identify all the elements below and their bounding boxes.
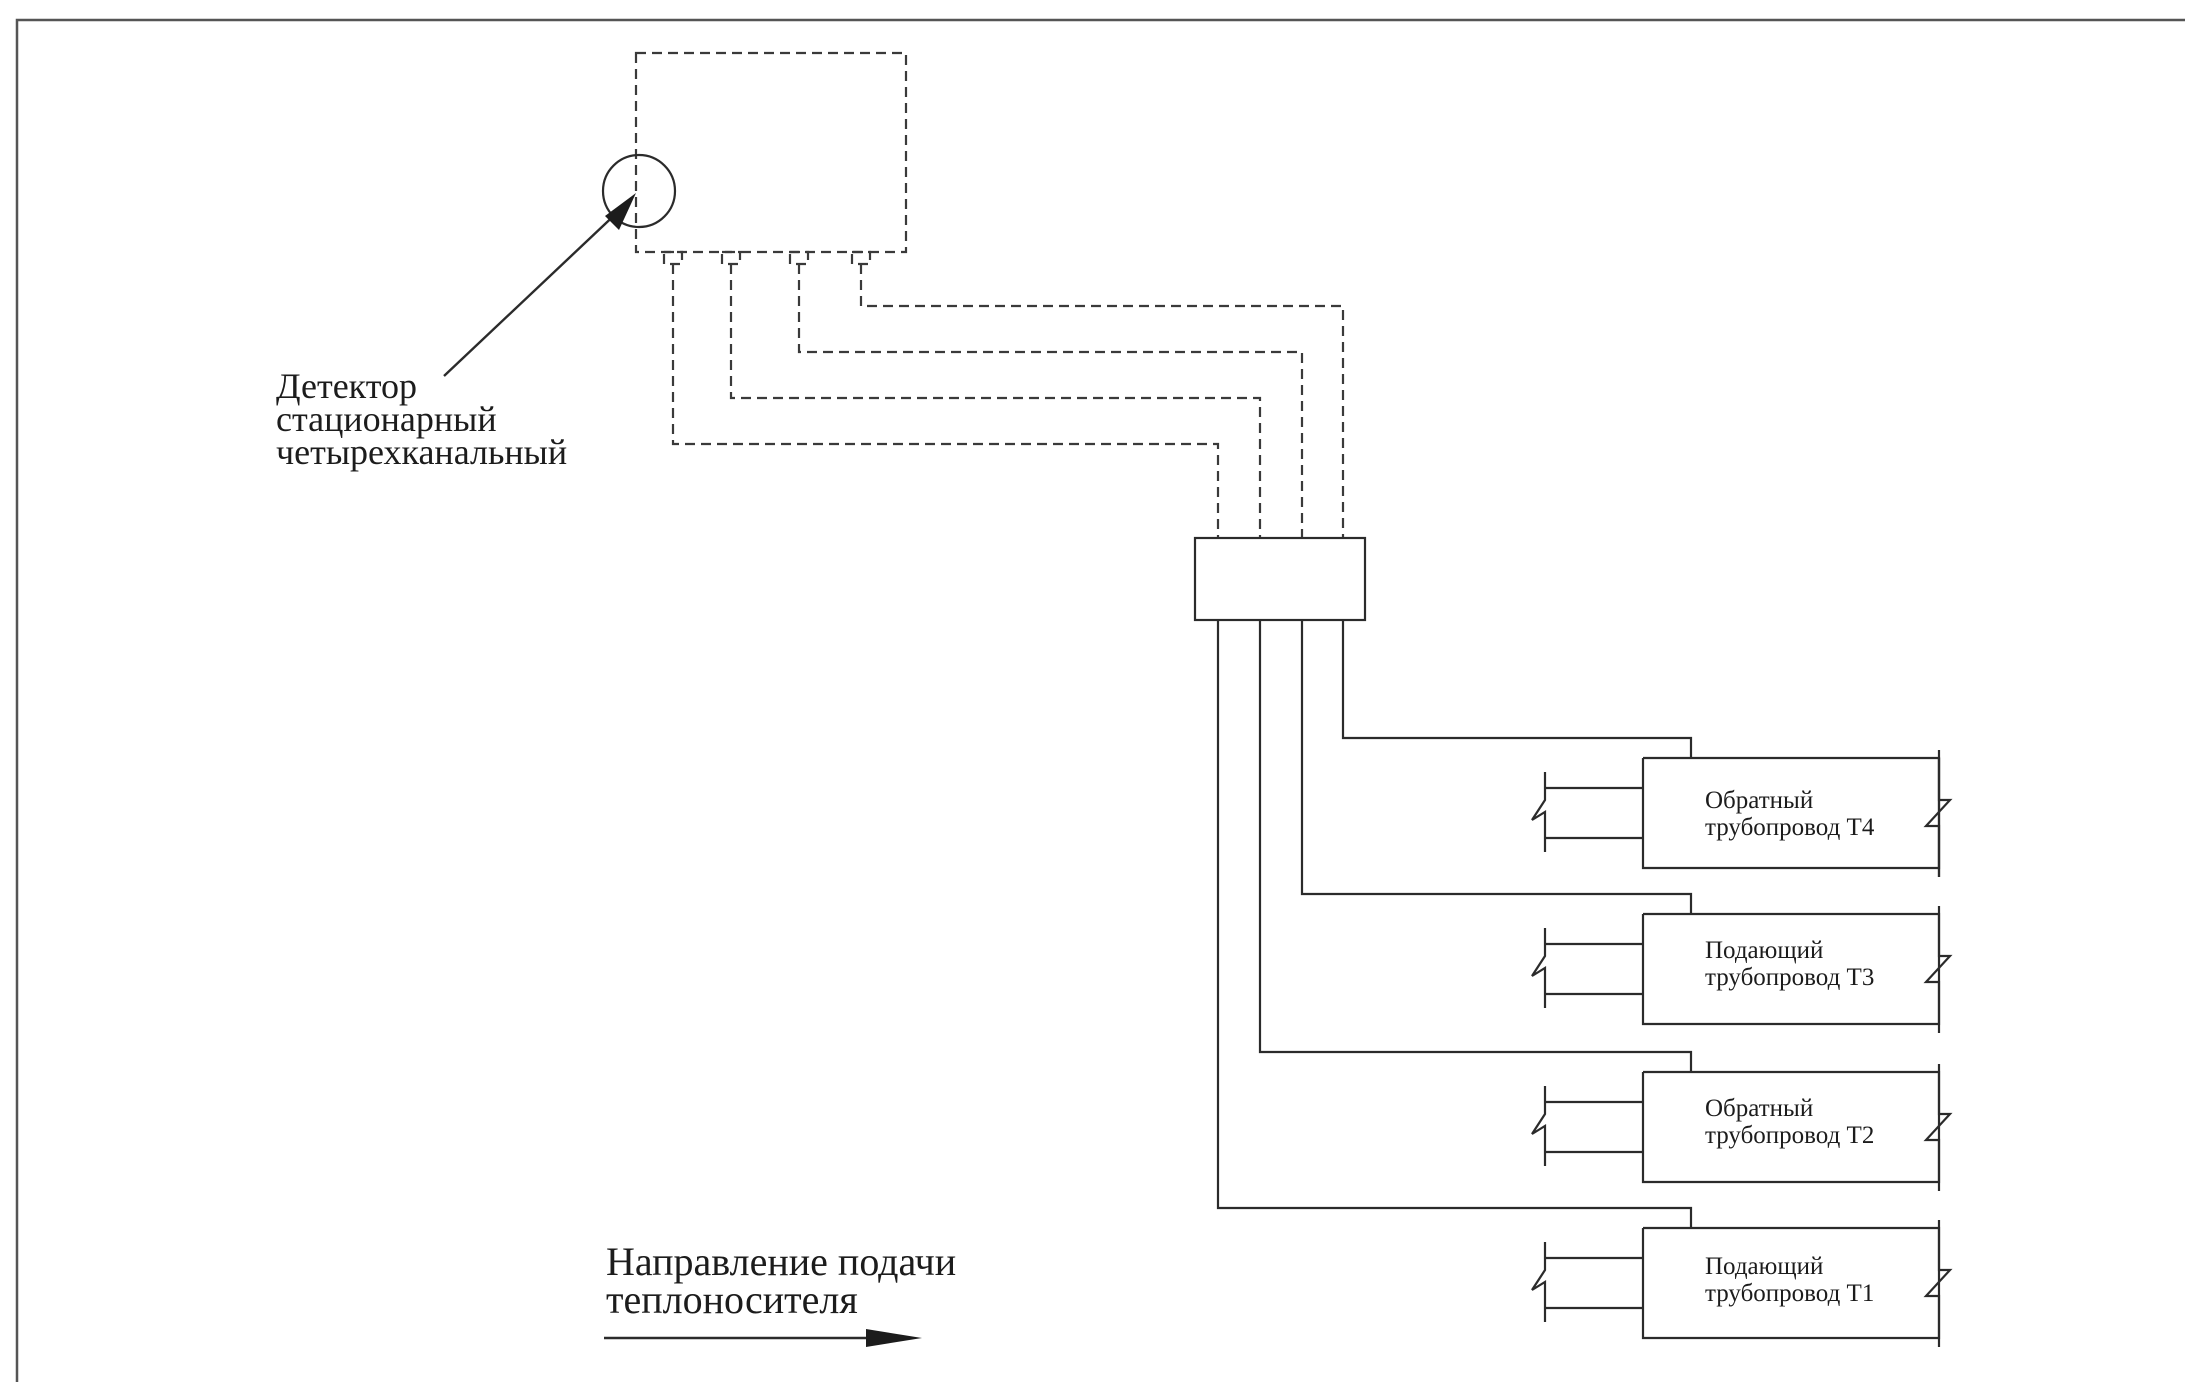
flow-direction-arrowhead <box>866 1329 922 1347</box>
pipe-label-t4: Обратный трубопровод Т4 <box>1705 787 1875 841</box>
detector-label-line2: стационарный <box>276 399 497 439</box>
detector-label-line3: четырехканальный <box>276 432 567 472</box>
pipe-t1-type: Подающий <box>1705 1253 1823 1280</box>
flow-direction-label-line1: Направление подачи <box>606 1239 956 1284</box>
pipe-t3-type: Подающий <box>1705 937 1823 964</box>
pipe-t4-name: трубопровод Т4 <box>1705 814 1875 841</box>
pipe-section-t2 <box>1531 1064 1953 1191</box>
detector-label-line1: Детектор <box>276 366 417 406</box>
cable-to-t4 <box>1341 620 1693 758</box>
pipe-t3-name: трубопровод Т3 <box>1705 964 1874 991</box>
flow-direction-label-line2: теплоносителя <box>606 1277 858 1322</box>
detector-connector-4 <box>850 250 872 266</box>
cable-2 <box>729 264 1262 538</box>
detector-sensor-circle <box>601 153 677 229</box>
cable-to-t3 <box>1300 620 1693 914</box>
cable-1 <box>671 264 1220 538</box>
detector-connectors <box>662 250 872 266</box>
detector-connector-3 <box>788 250 810 266</box>
detector-connector-1 <box>662 250 684 266</box>
pipe-t1-name: трубопровод Т1 <box>1705 1280 1874 1307</box>
pipe-t2-name: трубопровод Т2 <box>1705 1122 1874 1149</box>
flow-direction: Направление подачи теплоносителя <box>604 1239 956 1347</box>
pipe-label-t3: Подающий трубопровод Т3 <box>1705 937 1874 991</box>
pipe-cables <box>1216 620 1693 1228</box>
detector-leader-arrowhead <box>605 193 636 230</box>
detector-cables <box>671 264 1345 538</box>
pipe-section-t3 <box>1531 906 1953 1033</box>
junction-box <box>1193 536 1367 622</box>
drawing-frame <box>15 18 2185 1382</box>
pipe-label-t2: Обратный трубопровод Т2 <box>1705 1095 1874 1149</box>
detector-label: Детектор стационарный четырехканальный <box>276 366 567 472</box>
detector-leader-line <box>443 207 623 377</box>
pipe-t2-type: Обратный <box>1705 1095 1813 1122</box>
pipe-t4-type: Обратный <box>1705 787 1813 814</box>
pipe-section-t1 <box>1531 1220 1953 1347</box>
detector-housing <box>634 51 908 254</box>
cable-to-t2 <box>1258 620 1693 1072</box>
cable-4 <box>859 264 1345 538</box>
cable-3 <box>797 264 1304 538</box>
pipe-section-t4 <box>1531 750 1953 877</box>
detector-connector-2 <box>720 250 742 266</box>
cable-to-t1 <box>1216 620 1693 1228</box>
pipe-label-t1: Подающий трубопровод Т1 <box>1705 1253 1874 1307</box>
